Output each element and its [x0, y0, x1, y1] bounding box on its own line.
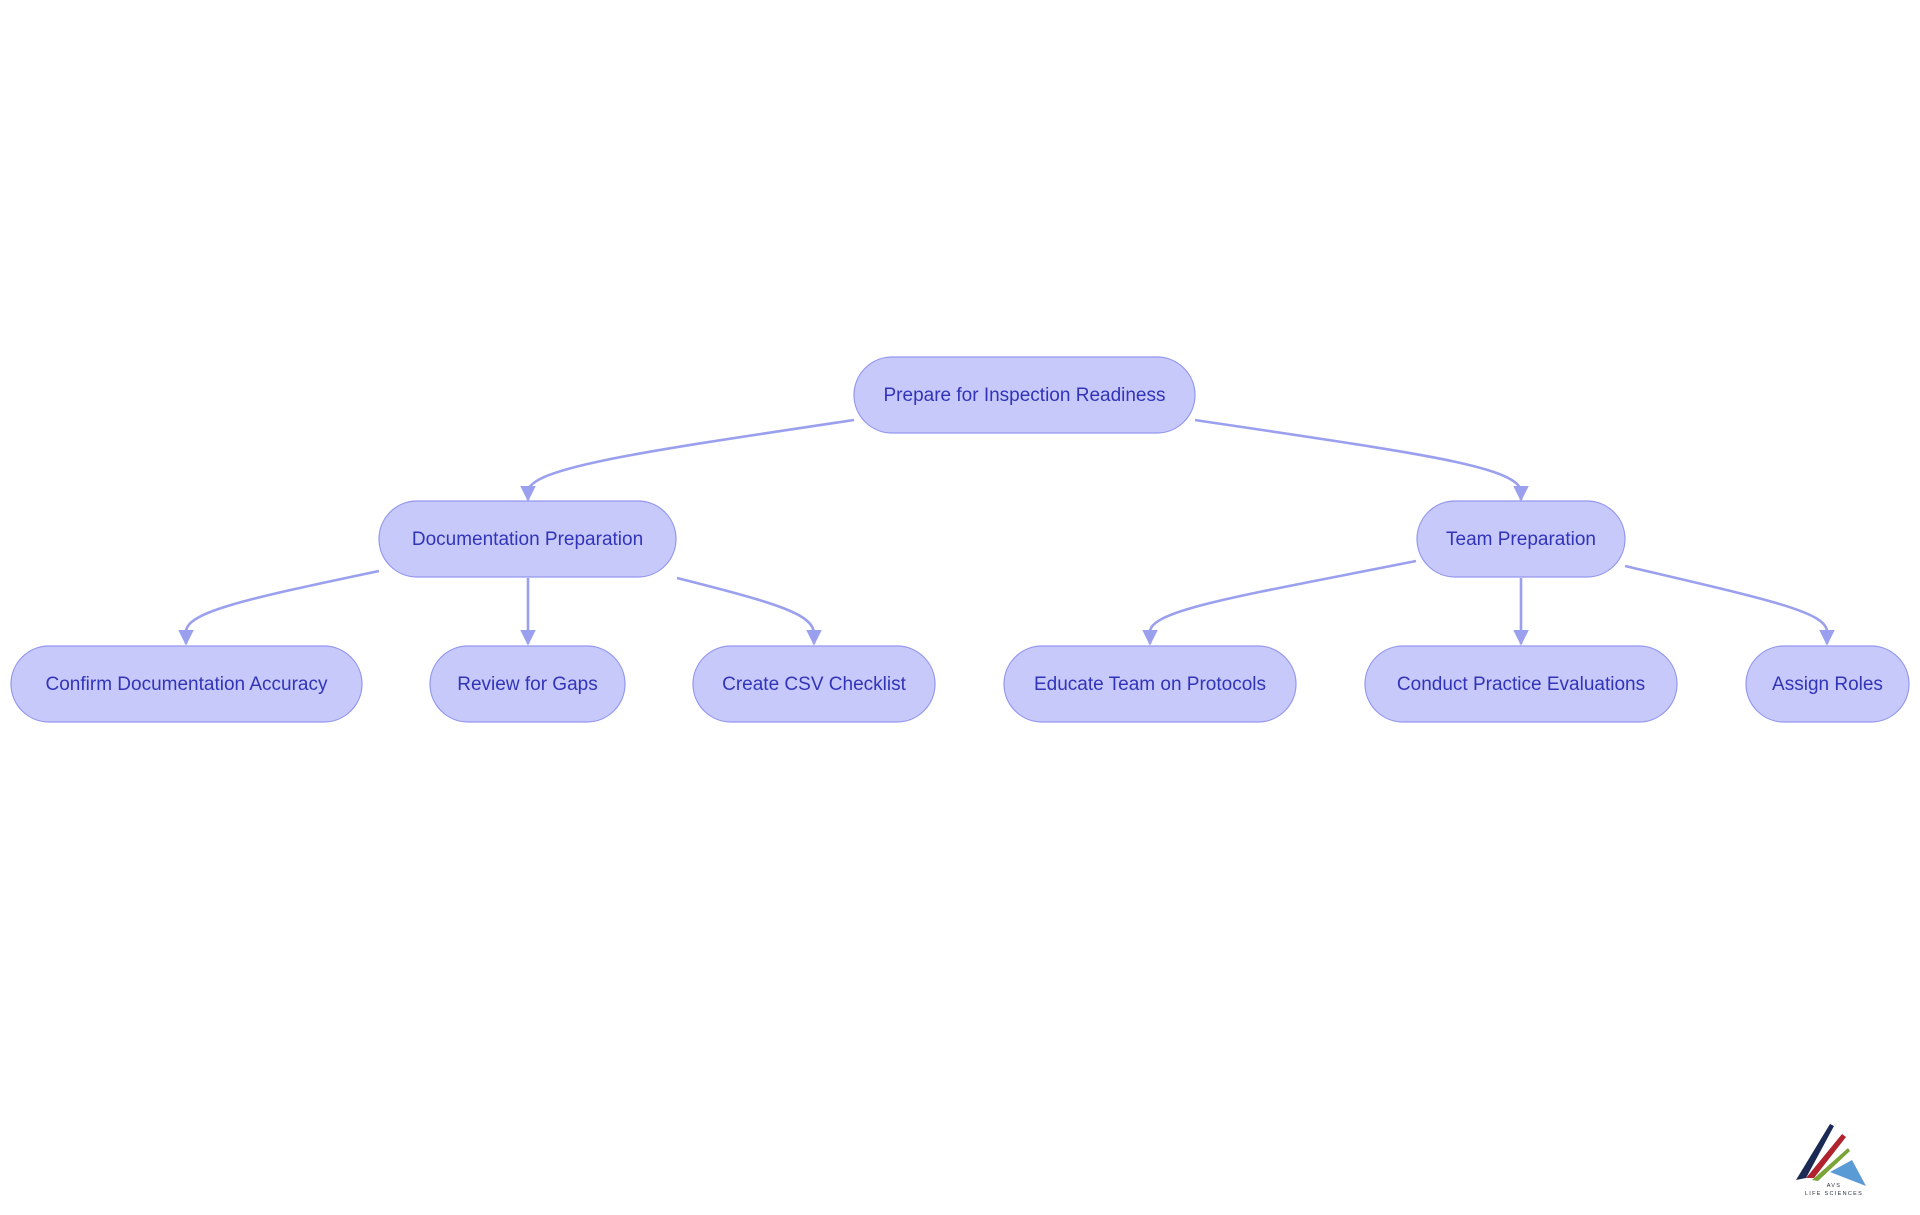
node-confirm-documentation-accuracy[interactable]: Confirm Documentation Accuracy	[10, 645, 363, 723]
company-logo: AVS LIFE SCIENCES	[1796, 1124, 1866, 1197]
edge-root-to-team	[1194, 418, 1529, 502]
node-assign-roles[interactable]: Assign Roles	[1745, 645, 1910, 723]
edge-documentation-to-checklist	[676, 576, 822, 646]
logo-blue-stroke	[1830, 1160, 1866, 1186]
node-team-preparation-label: Team Preparation	[1446, 529, 1596, 550]
node-root-label: Prepare for Inspection Readiness	[884, 385, 1166, 406]
node-assign-roles-label: Assign Roles	[1772, 674, 1883, 695]
edges	[178, 418, 1835, 646]
node-educate-team-on-protocols[interactable]: Educate Team on Protocols	[1003, 645, 1297, 723]
edge-team-to-assign	[1624, 564, 1835, 646]
node-conduct-practice-evaluations[interactable]: Conduct Practice Evaluations	[1364, 645, 1678, 723]
node-documentation-preparation[interactable]: Documentation Preparation	[378, 500, 677, 578]
logo-text-life-sciences: LIFE SCIENCES	[1805, 1191, 1863, 1197]
node-conduct-practice-evaluations-label: Conduct Practice Evaluations	[1397, 674, 1645, 695]
logo-text-avs: AVS	[1827, 1183, 1842, 1189]
node-confirm-documentation-accuracy-label: Confirm Documentation Accuracy	[46, 674, 328, 695]
logo-green-stroke	[1812, 1148, 1850, 1181]
node-create-csv-checklist-label: Create CSV Checklist	[722, 674, 906, 695]
edge-documentation-to-confirm	[178, 569, 380, 646]
logo-red-stroke	[1806, 1134, 1846, 1178]
node-root[interactable]: Prepare for Inspection Readiness	[853, 356, 1196, 434]
logo-navy-stroke	[1796, 1124, 1834, 1180]
node-create-csv-checklist[interactable]: Create CSV Checklist	[692, 645, 936, 723]
edge-root-to-documentation	[520, 418, 855, 502]
node-review-for-gaps-label: Review for Gaps	[457, 674, 597, 695]
node-documentation-preparation-label: Documentation Preparation	[412, 529, 643, 550]
node-educate-team-on-protocols-label: Educate Team on Protocols	[1034, 674, 1266, 695]
node-review-for-gaps[interactable]: Review for Gaps	[429, 645, 626, 723]
node-team-preparation[interactable]: Team Preparation	[1416, 500, 1626, 578]
edge-team-to-educate	[1142, 559, 1417, 646]
